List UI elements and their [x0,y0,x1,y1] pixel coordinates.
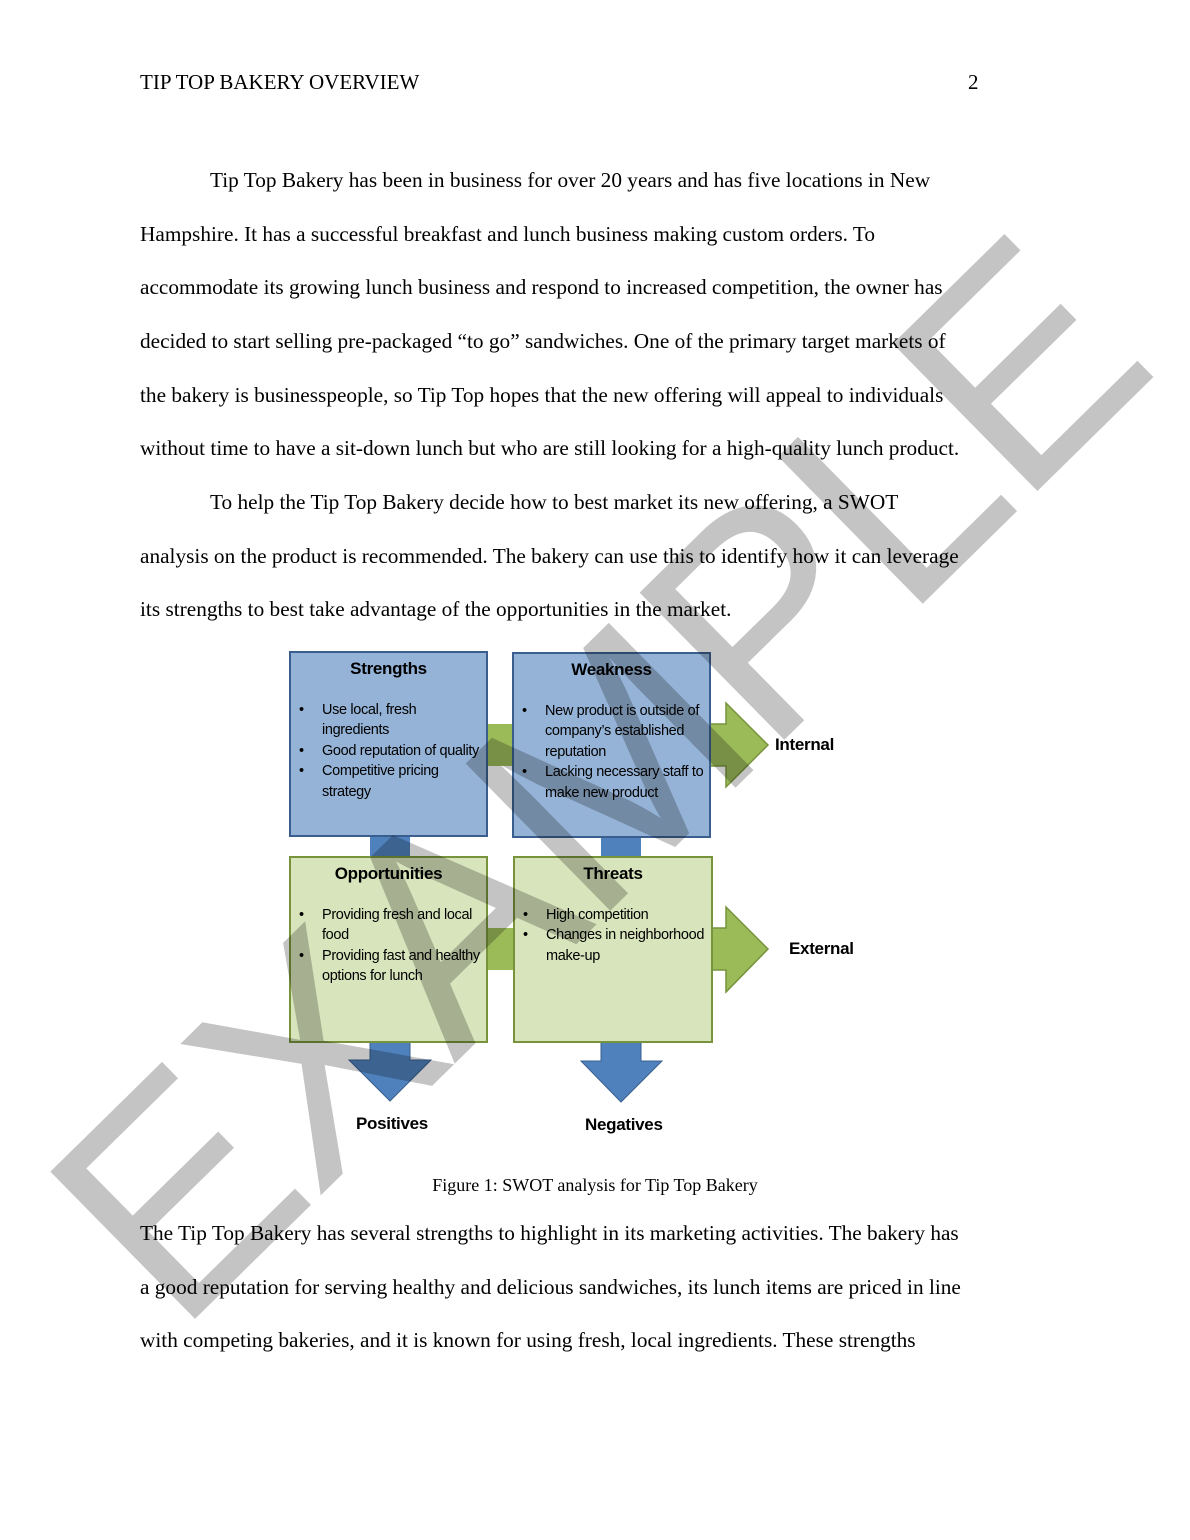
opportunities-box: Opportunities Providing fresh and local … [289,856,488,1043]
weakness-item: New product is outside of company’s esta… [514,701,709,763]
connector-right-blue [601,836,641,858]
negatives-arrow [579,1041,664,1103]
threats-title: Threats [583,864,643,883]
running-head: TIP TOP BAKERY OVERVIEW [140,70,420,94]
negatives-label: Negatives [585,1115,663,1134]
opportunities-item: Providing fast and healthy options for l… [291,946,486,987]
body-line: a good reputation for serving healthy an… [140,1275,961,1299]
figure-caption: Figure 1: SWOT analysis for Tip Top Bake… [432,1175,758,1195]
positives-arrow [347,1041,433,1102]
threats-item: Changes in neighborhood make-up [515,925,711,966]
strengths-item: Competitive pricing strategy [291,761,486,802]
body-line: decided to start selling pre-packaged “t… [140,329,946,353]
strengths-item: Good reputation of quality [291,741,486,762]
internal-label: Internal [775,735,835,754]
connector-top-green [486,724,514,766]
body-line: its strengths to best take advantage of … [140,597,732,621]
body-line: with competing bakeries, and it is known… [140,1328,916,1352]
body-line: analysis on the product is recommended. … [140,544,959,568]
threats-box: Threats High competition Changes in neig… [513,856,713,1043]
strengths-title: Strengths [350,659,427,678]
strengths-box: Strengths Use local, fresh ingredients G… [289,651,488,837]
body-line: The Tip Top Bakery has several strengths… [140,1221,959,1245]
threats-item: High competition [515,905,711,926]
body-line: the bakery is businesspeople, so Tip Top… [140,383,944,407]
body-line: To help the Tip Top Bakery decide how to… [210,490,899,514]
weakness-item: Lacking necessary staff to make new prod… [514,762,709,803]
external-arrow [710,905,770,994]
page-number: 2 [968,70,979,94]
body-line: accommodate its growing lunch business a… [140,275,943,299]
internal-arrow [708,701,770,789]
body-line: Hampshire. It has a successful breakfast… [140,222,876,246]
strengths-item: Use local, fresh ingredients [291,700,486,741]
body-line: Tip Top Bakery has been in business for … [210,168,931,192]
weakness-box: Weakness New product is outside of compa… [512,652,711,838]
external-label: External [789,939,854,958]
connector-bottom-green [486,928,516,970]
positives-label: Positives [356,1114,428,1133]
opportunities-item: Providing fresh and local food [291,905,486,946]
weakness-title: Weakness [571,660,652,679]
connector-left-blue [370,836,410,858]
body-line: without time to have a sit-down lunch bu… [140,436,960,460]
opportunities-title: Opportunities [334,864,443,883]
